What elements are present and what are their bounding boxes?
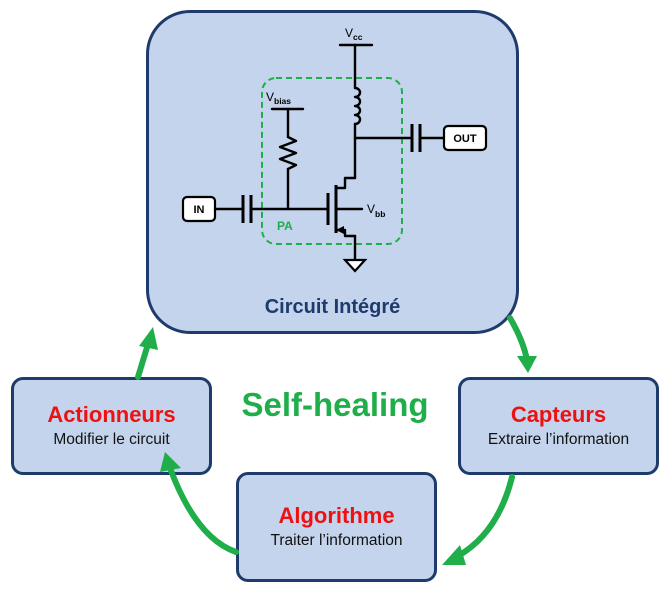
pa-label: PA [277, 219, 293, 233]
self-healing-label: Self-healing [241, 386, 429, 423]
arrow-actuators-to-circuit [135, 341, 151, 380]
arrowhead-to-actuators [160, 452, 181, 472]
arrowhead-to-algorithm [442, 545, 466, 565]
vcc-label: V [345, 26, 353, 40]
sensors-title: Capteurs [510, 402, 607, 427]
source-arrow [336, 226, 344, 234]
arrowhead-to-sensors [517, 356, 537, 373]
arrowhead-to-circuit [139, 327, 158, 350]
algorithm-subtitle: Traiter l’information [270, 532, 403, 549]
vbb-label: V [367, 202, 375, 216]
pa-outline [261, 77, 403, 245]
bias-resistor [278, 135, 298, 171]
arrow-circuit-to-sensors [507, 315, 530, 363]
actuators-subtitle: Modifier le circuit [53, 431, 170, 448]
arrow-sensors-to-algorithm [455, 474, 515, 559]
drain-lead [334, 176, 357, 190]
sensors-subtitle: Extraire l’information [487, 431, 630, 448]
actuators-title: Actionneurs [47, 402, 176, 427]
sensors-box: Capteurs Extraire l’information [458, 377, 659, 475]
algorithm-box: Algorithme Traiter l’information [236, 472, 437, 582]
vbb-subscript: bb [375, 209, 385, 219]
ground-icon [342, 258, 368, 273]
out-label: OUT [453, 133, 477, 145]
out-terminal [442, 124, 488, 152]
vcc-subscript: cc [353, 32, 363, 42]
integrated-circuit-caption: Circuit Intégré [264, 296, 401, 318]
actuators-box: Actionneurs Modifier le circuit [11, 377, 212, 475]
algorithm-title: Algorithme [278, 503, 395, 528]
vbias-label: V [266, 90, 274, 104]
vbias-subscript: bias [274, 96, 291, 106]
integrated-circuit-box [146, 10, 519, 334]
inductor [353, 86, 362, 126]
arrow-algorithm-to-actuators [167, 465, 239, 555]
in-label: IN [194, 204, 205, 216]
